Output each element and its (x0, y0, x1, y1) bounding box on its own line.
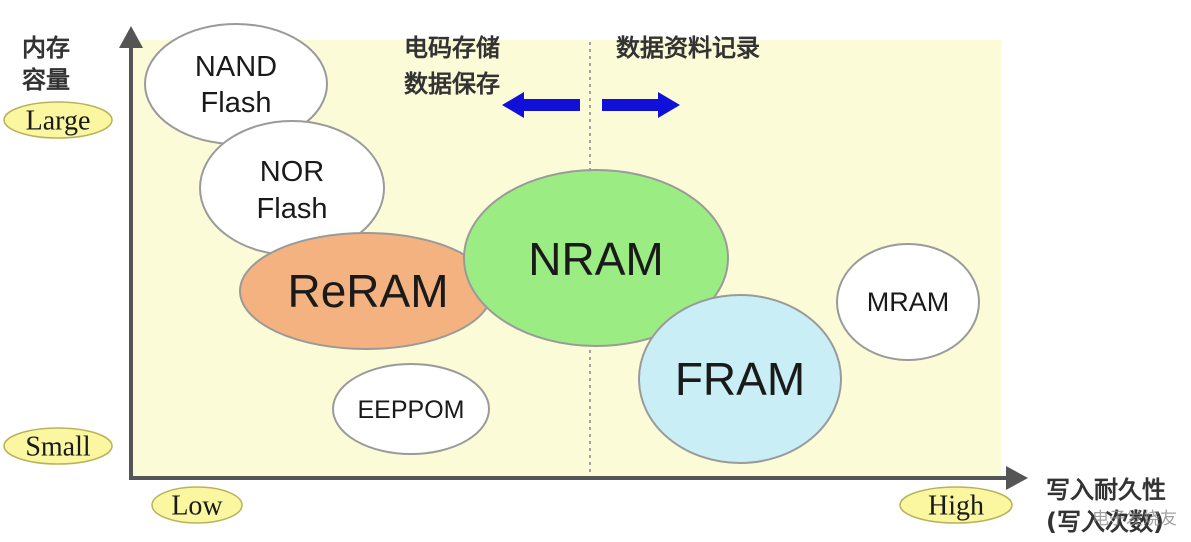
x-axis-low-pill: Low (151, 486, 243, 524)
x-axis-title-line1: 写入耐久性 (1046, 476, 1166, 504)
reram-bubble: ReRAM (239, 232, 493, 350)
y-axis-title-line1: 内存 (22, 34, 70, 62)
right-region-arrow (602, 92, 680, 118)
x-axis-arrowhead (1006, 466, 1028, 490)
fram-bubble: FRAM (638, 294, 842, 464)
nor-flash-label-line1: NOR (260, 156, 324, 188)
y-axis-large-label: Large (26, 106, 91, 137)
watermark: 电子发烧友 (1092, 509, 1177, 529)
region-right-label: 数据资料记录 (616, 34, 760, 62)
fram-label: FRAM (675, 353, 805, 405)
x-axis-high-pill: High (899, 486, 1013, 524)
y-axis-large-pill: Large (3, 101, 113, 139)
mram-bubble: MRAM (836, 243, 980, 361)
left-region-arrow (502, 92, 580, 118)
nand-flash-label-line1: NAND (195, 51, 277, 83)
x-axis-low-label: Low (171, 491, 223, 522)
y-axis-title-line2: 容量 (22, 66, 70, 94)
region-left-label-line2: 数据保存 (404, 70, 500, 98)
reram-label: ReRAM (287, 265, 448, 317)
eeppom-label: EEPPOM (358, 396, 465, 424)
y-axis-small-pill: Small (3, 427, 113, 465)
nram-bubble: NRAM (463, 169, 729, 347)
mram-label: MRAM (867, 287, 950, 317)
nand-flash-label-line2: Flash (201, 87, 272, 119)
y-axis-arrowhead (119, 26, 143, 48)
x-axis-high-label: High (928, 491, 984, 522)
nram-label: NRAM (528, 233, 663, 285)
x-axis-title-line2: (写入次数) (1046, 508, 1164, 536)
y-axis-small-label: Small (25, 432, 91, 463)
nor-flash-label-line2: Flash (257, 193, 328, 225)
region-left-label-line1: 电码存储 (404, 34, 500, 62)
eeppom-bubble: EEPPOM (332, 363, 490, 455)
